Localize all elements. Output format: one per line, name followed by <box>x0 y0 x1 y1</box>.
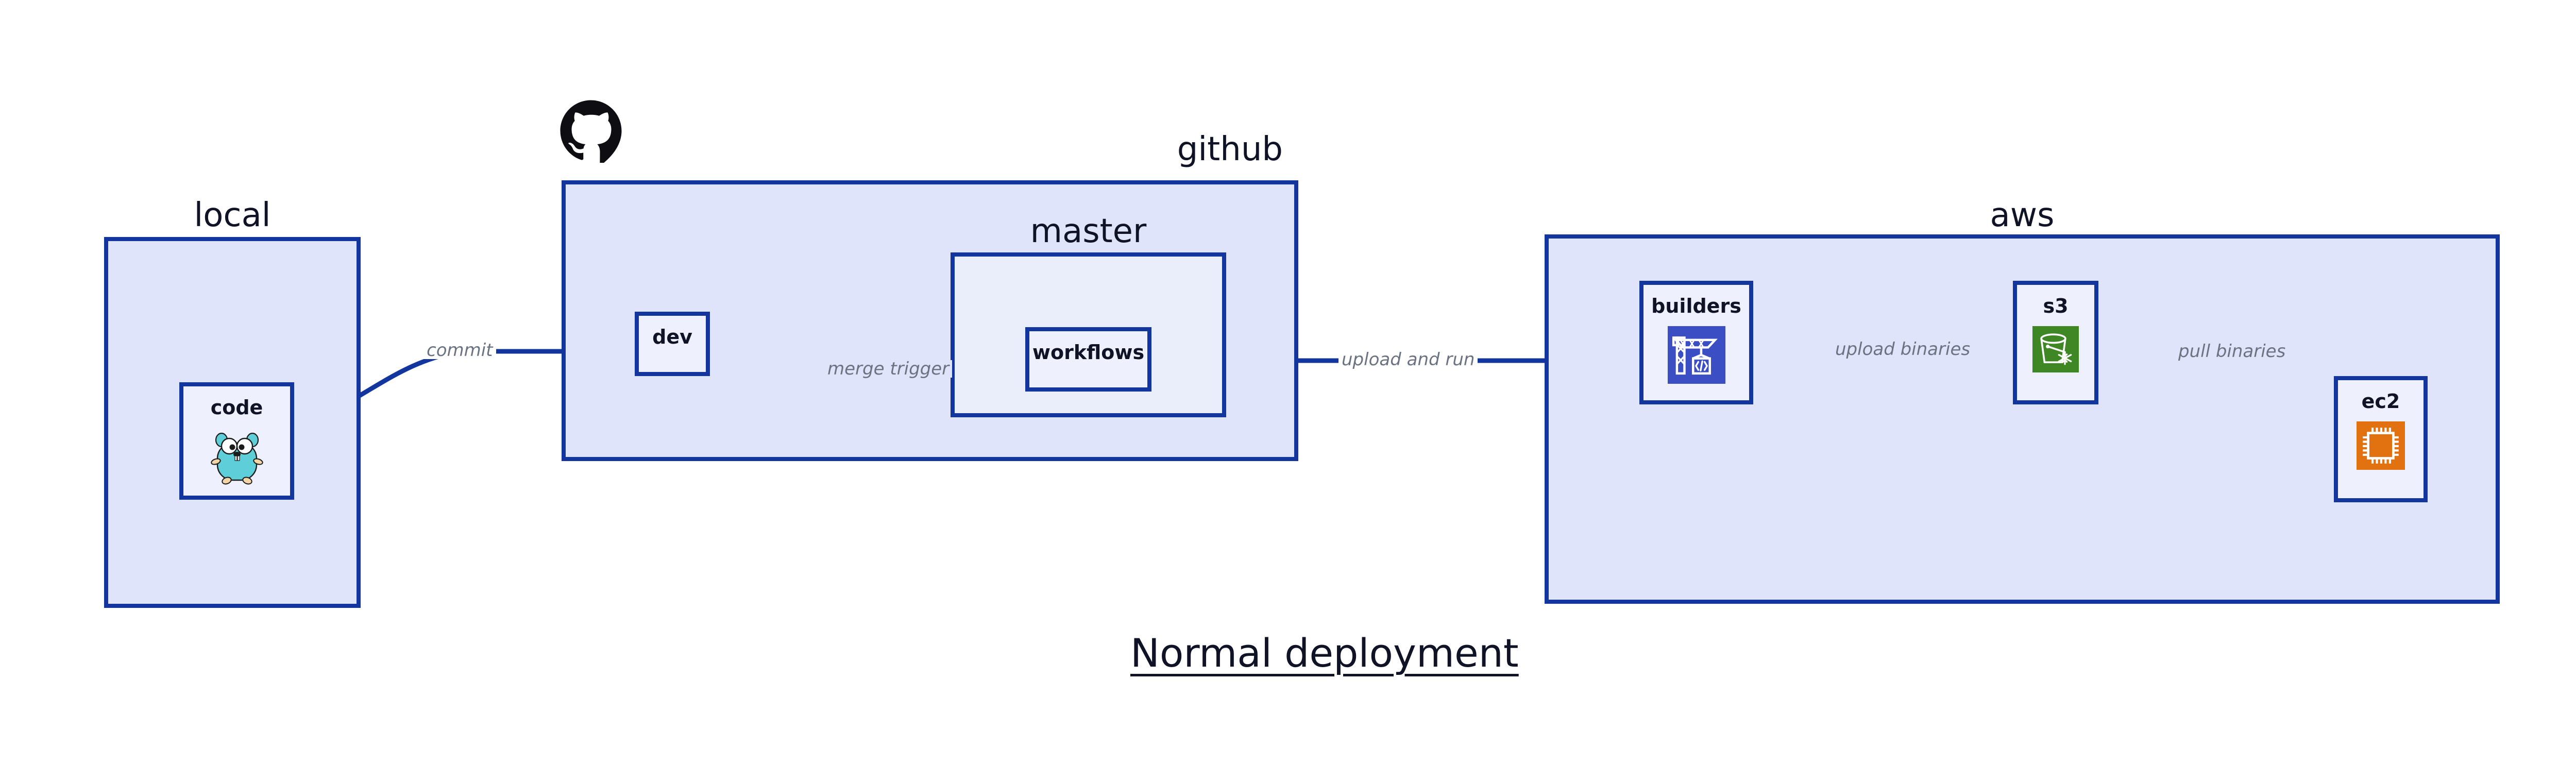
subgroup-label-master: master <box>1030 212 1147 250</box>
node-dev[interactable]: dev <box>635 312 710 376</box>
node-ec2[interactable]: ec2 <box>2334 376 2428 502</box>
node-builders[interactable]: builders <box>1639 281 1753 404</box>
edge-label-merge-trigger: merge trigger <box>824 360 953 378</box>
node-builders-label: builders <box>1651 295 1741 317</box>
edge-label-upload-and-run: upload and run <box>1338 351 1478 368</box>
crane-code-icon <box>1667 326 1725 386</box>
node-s3[interactable]: s3 <box>2013 281 2098 404</box>
node-code-label: code <box>210 396 263 419</box>
edge-label-commit: commit <box>423 342 496 359</box>
group-label-aws: aws <box>1990 196 2055 234</box>
github-octocat-logo <box>559 99 623 165</box>
node-workflows-label: workflows <box>1032 341 1145 364</box>
cpu-chip-icon <box>2357 421 2405 472</box>
node-dev-label: dev <box>652 326 692 348</box>
s3-bucket-icon <box>2032 326 2079 375</box>
edge-label-upload-binaries: upload binaries <box>1832 341 1974 358</box>
node-s3-label: s3 <box>2043 295 2069 317</box>
diagram-title: Normal deployment <box>1130 630 1519 676</box>
group-label-local: local <box>194 196 271 234</box>
node-code[interactable]: code <box>179 382 294 500</box>
node-workflows[interactable]: workflows <box>1025 327 1151 392</box>
group-label-github: github <box>1177 130 1283 168</box>
go-gopher-icon <box>210 428 264 487</box>
edge-label-pull-binaries: pull binaries <box>2175 343 2289 360</box>
node-ec2-label: ec2 <box>2361 390 2400 413</box>
